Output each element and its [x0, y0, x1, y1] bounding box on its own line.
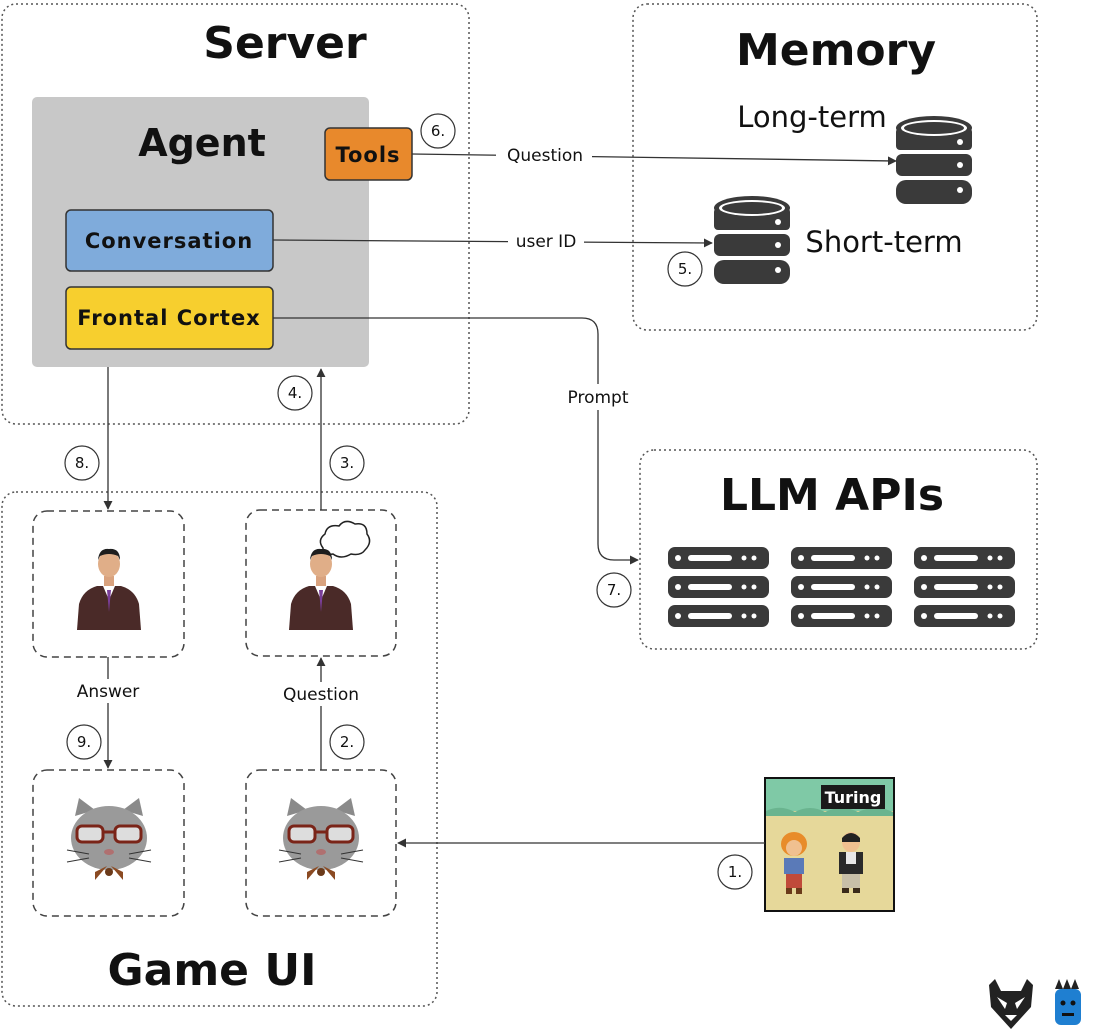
player-sprite-icon: [781, 832, 807, 894]
short-term-label: Short-term: [805, 225, 962, 259]
game-name-tag: Turing: [825, 788, 882, 807]
svg-text:9.: 9.: [77, 733, 91, 751]
tools-box: Tools: [324, 127, 413, 181]
game-ui-group: [1, 491, 438, 1007]
edge-label-user-id: user ID: [516, 232, 577, 252]
turing-avatar-icon: [77, 548, 141, 630]
step-marker-7: 7.: [596, 572, 632, 608]
cat-avatar-icon: [278, 798, 364, 880]
conversation-label: Conversation: [85, 229, 253, 253]
short-term-database-icon: [714, 196, 790, 284]
game-screenshot: Turing: [764, 777, 895, 912]
step-marker-3: 3.: [329, 445, 365, 481]
wolf-logo: [989, 979, 1033, 1029]
memory-title: Memory: [736, 25, 936, 76]
server-rack-icon: [914, 547, 1015, 627]
edge-label-answer: Answer: [77, 682, 140, 702]
svg-text:4.: 4.: [288, 384, 302, 402]
edge-frontal-cortex-to-llm: [273, 317, 639, 565]
agent-title: Agent: [138, 121, 266, 165]
game-ui-title: Game UI: [108, 945, 317, 996]
edge-conversation-to-short-term: [272, 238, 713, 248]
server-rack-icon: [668, 547, 769, 627]
step-marker-9: 9.: [66, 724, 102, 760]
step-marker-6: 6.: [420, 113, 456, 149]
svg-text:2.: 2.: [340, 733, 354, 751]
long-term-label: Long-term: [737, 100, 887, 134]
cat-avatar-icon: [66, 798, 152, 880]
llm-apis-title: LLM APIs: [720, 470, 944, 521]
turing-answer-card: [32, 510, 185, 658]
edge-label-question-tools: Question: [507, 146, 583, 166]
step-marker-4: 4.: [277, 375, 313, 411]
edge-label-prompt: Prompt: [568, 388, 629, 408]
turing-avatar-icon: [289, 548, 353, 630]
step-marker-1: 1.: [717, 854, 753, 890]
llm-apis-group: [639, 449, 1038, 650]
step-marker-2: 2.: [329, 724, 365, 760]
server-rack-icon: [791, 547, 892, 627]
turing-sprite-icon: [839, 832, 863, 893]
svg-text:6.: 6.: [431, 122, 445, 140]
user-cat-answer-card: [32, 769, 185, 917]
svg-text:1.: 1.: [728, 863, 742, 881]
server-group: [1, 3, 470, 425]
memory-group: [632, 3, 1038, 331]
conversation-box: Conversation: [65, 209, 274, 272]
edge-tools-to-long-term: [411, 153, 897, 166]
svg-text:3.: 3.: [340, 454, 354, 472]
mascot-logo: [1055, 979, 1081, 1025]
step-marker-5: 5.: [667, 251, 703, 287]
frontal-cortex-label: Frontal Cortex: [77, 306, 260, 330]
server-title: Server: [203, 18, 367, 69]
long-term-database-icon: [896, 116, 972, 204]
edge-label-question-ui: Question: [283, 685, 359, 705]
step-marker-8: 8.: [64, 445, 100, 481]
tools-label: Tools: [335, 143, 400, 167]
svg-text:7.: 7.: [607, 581, 621, 599]
svg-text:8.: 8.: [75, 454, 89, 472]
frontal-cortex-box: Frontal Cortex: [65, 286, 274, 350]
svg-text:5.: 5.: [678, 260, 692, 278]
